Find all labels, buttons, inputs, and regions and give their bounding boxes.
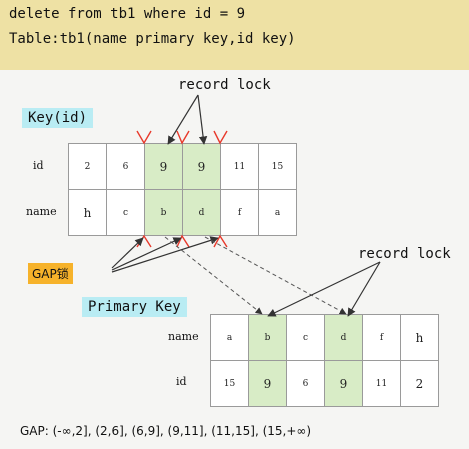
gap-marker-bottom <box>176 234 190 248</box>
table-definition: Table:tb1(name primary key,id key) <box>9 31 296 47</box>
gap-lock-badge: GAP锁 <box>28 263 73 284</box>
key-id-cell-locked: 9 <box>144 143 183 190</box>
key-row-label-id: id <box>33 159 44 172</box>
index-mapping-arrow <box>204 236 347 315</box>
pk-row-label-name: name <box>168 330 199 343</box>
key-id-cell: 15 <box>258 143 297 190</box>
key-id-cell: 2 <box>68 143 107 190</box>
key-id-cell: 6 <box>106 143 145 190</box>
sql-statement: delete from tb1 where id = 9 <box>9 6 246 22</box>
index-mapping-arrow <box>164 236 263 315</box>
key-name-cell: c <box>106 189 145 236</box>
pk-id-cell: 15 <box>210 360 249 407</box>
key-name-row: h c b d f a <box>68 189 297 236</box>
key-name-cell: f <box>220 189 259 236</box>
record-lock-arrow <box>347 261 381 317</box>
gap-lock-arrow <box>111 237 182 271</box>
pk-id-cell: 2 <box>400 360 439 407</box>
key-id-label: Key(id) <box>22 108 94 128</box>
pk-name-cell-locked: b <box>248 314 287 361</box>
key-name-cell: a <box>258 189 297 236</box>
record-lock-arrow <box>267 261 381 317</box>
record-lock-right-label: record lock <box>358 246 451 262</box>
gap-ranges: GAP: (-∞,2], (2,6], (6,9], (9,11], (11,1… <box>20 424 312 438</box>
key-name-cell-locked: d <box>182 189 221 236</box>
record-lock-top-label: record lock <box>178 77 271 93</box>
pk-id-cell-locked: 9 <box>324 360 363 407</box>
gap-marker-top <box>176 130 190 145</box>
pk-name-cell: h <box>400 314 439 361</box>
key-id-cell-locked: 9 <box>182 143 221 190</box>
gap-marker-top <box>213 130 228 145</box>
pk-id-cell: 6 <box>286 360 325 407</box>
gap-marker-top <box>136 130 152 145</box>
primary-key-label: Primary Key <box>82 297 187 317</box>
pk-name-cell: f <box>362 314 401 361</box>
key-id-row: 2 6 9 9 11 15 <box>68 143 297 190</box>
gap-lock-arrow <box>111 237 144 269</box>
gap-lock-arrow <box>111 236 219 273</box>
record-lock-arrow <box>167 94 199 145</box>
pk-id-cell-locked: 9 <box>248 360 287 407</box>
record-lock-arrow <box>197 94 208 145</box>
key-name-cell-locked: b <box>144 189 183 236</box>
pk-id-row: 15 9 6 9 11 2 <box>210 360 439 407</box>
sql-header: delete from tb1 where id = 9 Table:tb1(n… <box>0 0 469 70</box>
key-id-index-table: 2 6 9 9 11 15 h c b d f a <box>68 143 297 236</box>
pk-name-cell-locked: d <box>324 314 363 361</box>
pk-row-label-id: id <box>176 375 187 388</box>
key-row-label-name: name <box>26 205 57 218</box>
primary-key-index-table: a b c d f h 15 9 6 9 11 2 <box>210 314 439 407</box>
